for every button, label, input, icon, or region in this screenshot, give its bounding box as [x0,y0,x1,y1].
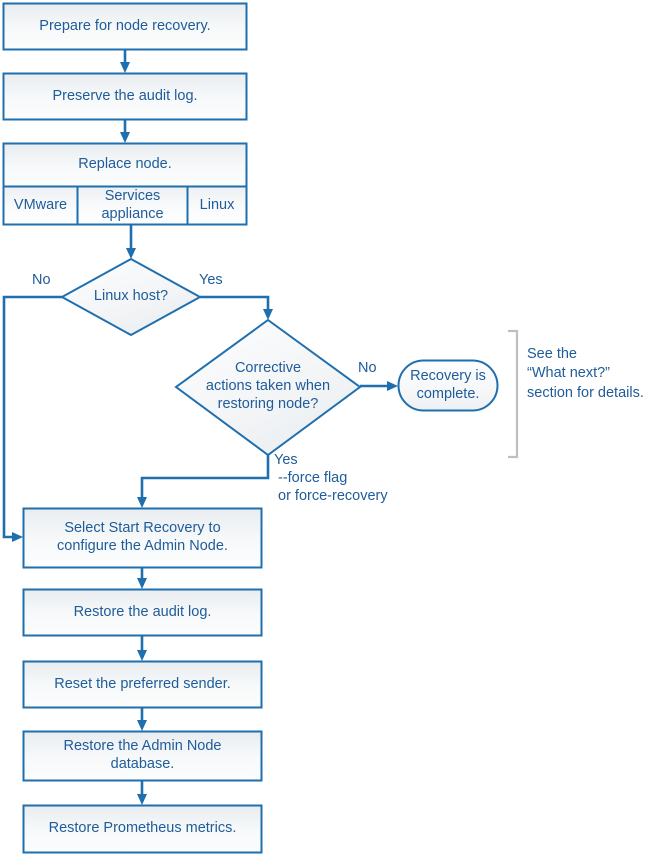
cell-services-appliance [76,185,189,226]
box-preserve-audit [2,72,248,121]
box-reset-sender [22,660,263,709]
terminator-recovery-complete [397,359,499,412]
edge-linux-no-to-start-recovery [2,295,62,542]
cell-vmware [2,185,79,226]
diamond-corrective-actions [174,318,362,457]
box-restore-prometheus [22,804,263,854]
box-restore-audit [22,588,263,637]
edge-label-corrective-no: No [358,360,377,376]
edge-label-corrective-yes-detail: --force flag or force-recovery [278,470,388,504]
cell-linux [186,185,248,226]
diamond-linux-host [59,257,203,337]
edge-corrective-yes-to-start-recovery [137,455,270,508]
box-restore-db [22,730,263,782]
edge-label-linux-no: No [32,272,51,288]
box-replace-node [2,142,248,188]
box-start-recovery [22,507,263,569]
edge-label-linux-yes: Yes [199,272,223,288]
annotation-what-next-text: See the “What next?” section for details… [527,346,644,401]
annotation-bracket [508,329,519,459]
box-prepare [2,2,248,51]
edge-linux-yes-to-corrective [200,295,273,320]
edge-label-corrective-yes: Yes [274,452,298,468]
